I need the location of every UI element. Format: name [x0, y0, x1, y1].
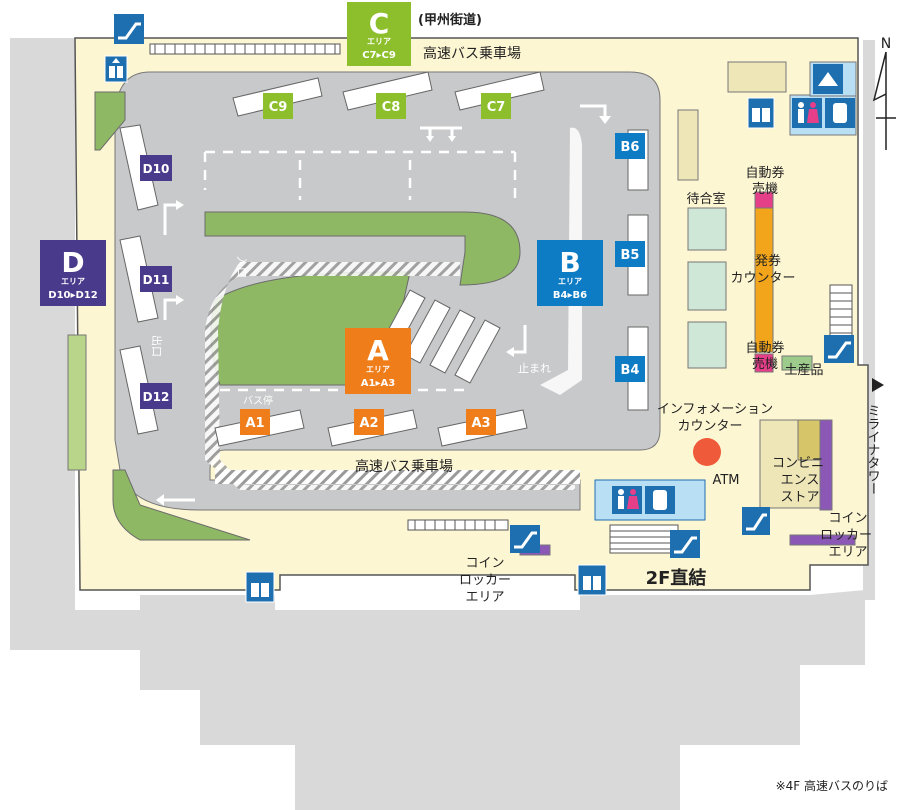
footnote: ※4F 高速バスのりば	[776, 778, 888, 793]
escalator-icon	[742, 507, 770, 535]
mirai-tower-label: ミライナタワー	[865, 404, 880, 495]
platform-bottom-label: 高速バス乗車場	[355, 458, 453, 475]
area-b-range: B4▸B6	[553, 290, 587, 301]
locker-right-3: エリア	[828, 545, 867, 560]
area-c-sign	[347, 2, 411, 66]
bay-d12: D12	[143, 390, 170, 404]
area-a-letter: A	[367, 334, 389, 367]
area-a-sub: エリア	[366, 365, 390, 374]
locker-bottom-1: コイン	[465, 556, 504, 571]
area-c-range: C7▸C9	[362, 50, 396, 61]
escalator-icon	[114, 14, 144, 44]
bay-b6: B6	[621, 140, 640, 155]
toilet-icon	[792, 98, 822, 128]
atm-label: ATM	[712, 473, 739, 488]
waiting-room-label: 待合室	[686, 191, 725, 207]
bay-d10: D10	[143, 162, 170, 176]
bay-d11: D11	[143, 273, 170, 287]
bay-c7: C7	[487, 100, 506, 115]
elevator-icon	[577, 564, 607, 596]
bay-labels-b	[615, 133, 645, 382]
top-road-label: (甲州街道)	[418, 12, 482, 28]
convenience-1: コンビニ	[772, 456, 824, 471]
info-counter-marker	[693, 438, 721, 466]
green-strip-top-left	[94, 91, 126, 151]
area-a-sign	[345, 328, 411, 394]
outer-wall-left	[67, 334, 87, 471]
road-mark-exit: 出口	[150, 335, 164, 357]
locker-bottom-3: エリア	[465, 590, 504, 605]
ticket-machine-bottom-2: 売機	[752, 356, 778, 372]
info-counter-1: インフォメーション	[657, 402, 773, 417]
area-d-sub: エリア	[61, 277, 85, 286]
green-island-top	[204, 211, 521, 286]
arrow-heads	[156, 116, 611, 506]
bay-a1: A1	[245, 416, 264, 431]
green-strip-left	[112, 469, 251, 541]
bay-labels-a	[240, 409, 496, 435]
area-d-letter: D	[61, 246, 84, 279]
locker-right-1: コイン	[828, 511, 867, 526]
road-mark-entrance: 入口	[235, 256, 248, 278]
bay-c9: C9	[269, 100, 288, 115]
vending-icon	[825, 98, 855, 128]
diaper-icon	[813, 64, 843, 94]
locker-bottom-2: ロッカー	[459, 573, 511, 588]
convenience-3: ストア	[780, 490, 819, 505]
bay-labels-c	[263, 93, 511, 119]
bay-a3: A3	[471, 416, 490, 431]
area-b-letter: B	[559, 246, 580, 279]
ground-surround	[10, 38, 865, 810]
convenience-2: エンス	[781, 473, 820, 488]
area-d-range: D10▸D12	[48, 290, 97, 301]
direct-link-label: 2F直結	[646, 567, 707, 589]
elevator-icon	[104, 55, 128, 83]
bay-b4: B4	[621, 363, 640, 378]
ticket-machine-top-2: 売機	[752, 181, 778, 197]
elevator-icon	[747, 97, 775, 129]
escalator-icon	[824, 335, 854, 363]
bay-a2: A2	[359, 416, 378, 431]
ticket-machine-top-1: 自動券	[745, 165, 784, 181]
info-counter-2: カウンター	[677, 419, 742, 434]
platform-top-label: 高速バス乗車場	[423, 45, 521, 62]
area-c-letter: C	[369, 7, 390, 40]
escalator-icon	[670, 530, 700, 558]
vending-icon	[645, 486, 675, 514]
stair-lines	[154, 44, 852, 550]
area-b-sub: エリア	[558, 277, 582, 286]
north-arrow-icon	[872, 51, 896, 150]
road-mark-bus-stop: バス停	[243, 394, 273, 407]
ticket-counter-1: 発券	[755, 253, 781, 269]
bay-c8: C8	[382, 100, 401, 115]
area-c-sub: エリア	[367, 37, 391, 46]
ticket-machine-bottom-1: 自動券	[745, 340, 784, 356]
area-a-range: A1▸A3	[361, 378, 395, 389]
bay-b5: B5	[621, 248, 640, 263]
locker-right-2: ロッカー	[820, 528, 872, 543]
hatched-divider-bottom	[215, 470, 580, 484]
souvenir-label: 土産品	[784, 362, 823, 378]
escalator-icon	[510, 525, 540, 553]
platform-island-right	[540, 127, 582, 395]
north-label: N	[881, 36, 891, 52]
bay-labels-d	[140, 155, 172, 409]
elevator-icon	[245, 571, 275, 603]
toilet-icon	[612, 486, 642, 514]
mirai-tower-arrow-icon	[872, 378, 884, 392]
ticket-counter-2: カウンター	[730, 271, 795, 286]
area-b-sign	[537, 240, 603, 306]
road-mark-stop: 止まれ	[518, 362, 551, 375]
area-d-sign	[40, 240, 106, 306]
